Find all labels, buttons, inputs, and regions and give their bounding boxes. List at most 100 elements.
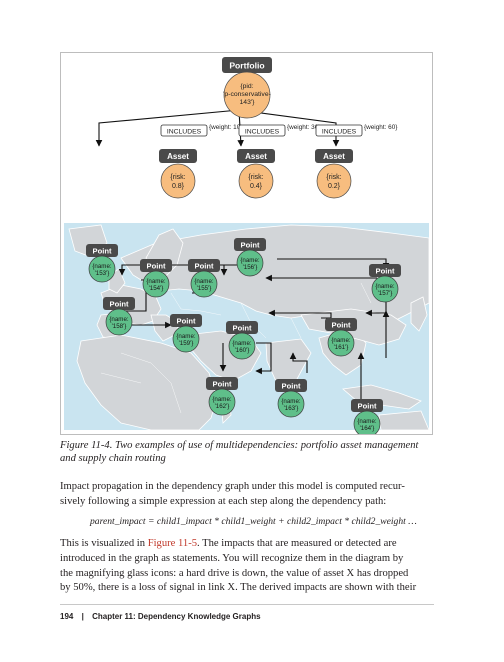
includes-relation-2: INCLUDES {weight: 30} xyxy=(238,124,321,137)
point-node-154[interactable]: Point{name:'154'} xyxy=(140,259,172,298)
svg-text:Asset: Asset xyxy=(167,152,189,161)
point-header: Point xyxy=(147,262,166,271)
point-header-box xyxy=(325,318,357,331)
point-header: Point xyxy=(376,267,395,276)
svg-text:{risk:: {risk: xyxy=(326,174,341,181)
portfolio-node[interactable]: Portfolio {pid: 'p-conservative- 143'} xyxy=(222,57,272,119)
point-node-155[interactable]: Point{name:'155'} xyxy=(188,259,220,298)
point-prop-line: {name: xyxy=(240,257,260,264)
page-footer: 194 | Chapter 11: Dependency Knowledge G… xyxy=(60,612,261,621)
paragraph-2-text-a: This is visualized in xyxy=(60,538,148,549)
point-prop-line: {name: xyxy=(92,263,112,270)
point-prop-line: '155'} xyxy=(197,285,212,292)
point-node-159[interactable]: Point{name:'159'} xyxy=(170,314,202,353)
point-header-box xyxy=(226,321,258,334)
paragraph-2-line-3: the magnifying glass icons: a hard drive… xyxy=(60,567,409,579)
point-prop-line: {name: xyxy=(232,340,252,347)
footer-separator: | xyxy=(81,612,84,621)
svg-text:'p-conservative-: 'p-conservative- xyxy=(223,91,271,98)
point-prop-line: '157'} xyxy=(378,290,393,297)
point-prop-line: '161'} xyxy=(334,344,349,351)
point-node-153[interactable]: Point {name:'153'} xyxy=(86,244,118,283)
point-header: Point xyxy=(110,300,129,309)
point-header-box xyxy=(86,244,118,257)
point-circle xyxy=(371,275,399,303)
point-node-161[interactable]: Point{name:'161'} xyxy=(325,318,357,357)
point-header: Point xyxy=(233,324,252,333)
point-prop-line: '153'} xyxy=(95,270,110,277)
point-node-163[interactable]: Point{name:'163'} xyxy=(275,379,307,418)
point-prop-line: '159'} xyxy=(179,340,194,347)
point-circle xyxy=(172,325,200,353)
point-header-box xyxy=(369,264,401,277)
point-node-164[interactable]: Point {name:'164'} xyxy=(351,399,383,434)
point-prop-line: '164'} xyxy=(360,425,375,432)
asset-node-3[interactable]: Asset {risk: 0.2} xyxy=(315,149,353,199)
svg-text:INCLUDES: INCLUDES xyxy=(322,129,357,136)
point-prop-line: {name: xyxy=(146,278,166,285)
paragraph-2-line-4: by 50%, there is a loss of signal in lin… xyxy=(60,582,417,594)
figure-caption: Figure 11-4. Two examples of use of mult… xyxy=(60,440,419,464)
point-prop-line: {name: xyxy=(194,278,214,285)
point-circle xyxy=(142,270,170,298)
point-prop-line: {name: xyxy=(212,396,232,403)
svg-text:INCLUDES: INCLUDES xyxy=(167,129,202,136)
svg-text:143'}: 143'} xyxy=(240,99,256,106)
point-header-box xyxy=(275,379,307,392)
point-circle xyxy=(88,255,116,283)
point-circle xyxy=(277,390,305,418)
svg-text:{weight: 60}: {weight: 60} xyxy=(364,124,398,131)
svg-text:{weight: 10}: {weight: 10} xyxy=(209,124,243,131)
asset-node-2[interactable]: Asset {risk: 0.4} xyxy=(237,149,275,199)
point-circle xyxy=(236,249,264,277)
point-prop-line: {name: xyxy=(357,418,377,425)
point-prop-line: {name: xyxy=(109,316,129,323)
figure-11-5-link[interactable]: Figure 11-5 xyxy=(147,538,198,549)
paragraph-1-line-2: sively following a simple expression at … xyxy=(60,495,387,507)
paragraph-2-line-2: introduced in the graph as statements. Y… xyxy=(60,552,404,564)
page-number: 194 xyxy=(60,612,74,621)
point-node-156[interactable]: Point {name:'156'} xyxy=(234,238,266,277)
paragraph-1: Impact propagation in the dependency gra… xyxy=(60,480,434,510)
point-circle xyxy=(105,308,133,336)
svg-text:{weight: 30}: {weight: 30} xyxy=(287,124,321,131)
point-header-box xyxy=(170,314,202,327)
point-prop-line: '158'} xyxy=(112,323,127,330)
point-prop-line: '160'} xyxy=(235,347,250,354)
svg-text:Asset: Asset xyxy=(245,152,267,161)
point-header-box xyxy=(140,259,172,272)
point-circle xyxy=(327,329,355,357)
svg-text:{risk:: {risk: xyxy=(170,174,185,181)
point-prop-line: {name: xyxy=(331,337,351,344)
point-prop-line: {name: xyxy=(281,398,301,405)
point-prop-line: '163'} xyxy=(284,405,299,412)
point-circle xyxy=(228,332,256,360)
point-node-160[interactable]: Point {name:'160'} xyxy=(226,321,258,360)
point-node-157[interactable]: Point {name:'157'} xyxy=(369,264,401,303)
point-header: Point xyxy=(241,241,260,250)
point-prop-line: {name: xyxy=(375,283,395,290)
point-circle xyxy=(208,388,236,416)
point-header: Point xyxy=(177,317,196,326)
paragraph-1-line-1: Impact propagation in the dependency gra… xyxy=(60,481,405,492)
includes-relation-3: INCLUDES {weight: 60} xyxy=(315,124,398,137)
includes-relation-1: INCLUDES {weight: 10} xyxy=(160,124,243,137)
chapter-title: Chapter 11: Dependency Knowledge Graphs xyxy=(92,612,261,621)
footer-rule xyxy=(60,604,434,605)
asset-node-1[interactable]: Asset {risk: 0.8} xyxy=(159,149,197,199)
svg-text:INCLUDES: INCLUDES xyxy=(245,129,280,136)
svg-text:Portfolio: Portfolio xyxy=(229,61,264,71)
point-header: Point xyxy=(93,247,112,256)
point-node-158[interactable]: Point {name:'158'} xyxy=(103,297,135,336)
svg-text:Asset: Asset xyxy=(323,152,345,161)
point-prop-line: '162'} xyxy=(215,403,230,410)
point-header: Point xyxy=(358,402,377,411)
point-header-box xyxy=(188,259,220,272)
point-node-162[interactable]: Point{name:'162'} xyxy=(206,377,238,416)
paragraph-2-text-b: . The impacts that are measured or detec… xyxy=(197,538,397,549)
paragraph-2: This is visualized in Figure 11-5. The i… xyxy=(60,537,434,596)
point-header-box xyxy=(351,399,383,412)
svg-text:0.8}: 0.8} xyxy=(172,183,185,190)
svg-text:{pid:: {pid: xyxy=(240,83,253,90)
point-prop-line: '156'} xyxy=(243,264,258,271)
